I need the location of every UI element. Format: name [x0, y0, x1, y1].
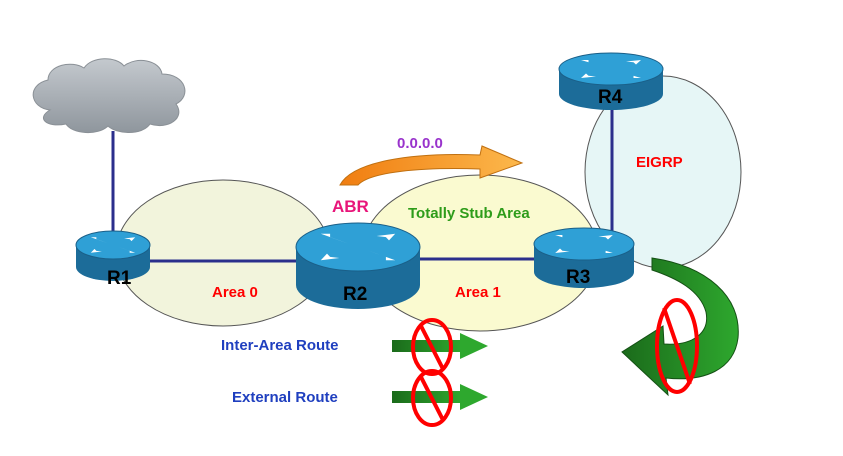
router-r4-label: R4: [598, 87, 623, 108]
router-r3-icon: [533, 227, 635, 288]
external-route-label: External Route: [232, 389, 338, 406]
cloud-icon: [32, 58, 186, 133]
router-r2-label: R2: [343, 284, 368, 305]
router-r3-label: R3: [566, 267, 591, 288]
external-route-arrow-icon: [392, 384, 488, 410]
router-r1-icon: [75, 230, 151, 281]
router-r1-label: R1: [107, 268, 132, 289]
inter-area-route-arrow-icon: [392, 333, 488, 359]
stub-area-label: Totally Stub Area: [408, 205, 530, 222]
abr-label: ABR: [332, 197, 369, 216]
blocked-redistribution-icon: [655, 298, 699, 394]
eigrp-label: EIGRP: [636, 154, 683, 171]
redistribution-arrow-icon: [621, 257, 739, 397]
blocked-inter-area-icon: [411, 318, 453, 376]
blocked-external-icon: [411, 369, 453, 427]
area1-label: Area 1: [455, 284, 501, 301]
router-r4-icon: [558, 52, 664, 110]
default-route-label: 0.0.0.0: [397, 135, 443, 152]
area0-label: Area 0: [212, 284, 258, 301]
router-r2-icon: [295, 222, 421, 309]
links: [111, 95, 614, 263]
inter-area-route-label: Inter-Area Route: [221, 337, 339, 354]
default-route-arrow-icon: [339, 145, 524, 186]
